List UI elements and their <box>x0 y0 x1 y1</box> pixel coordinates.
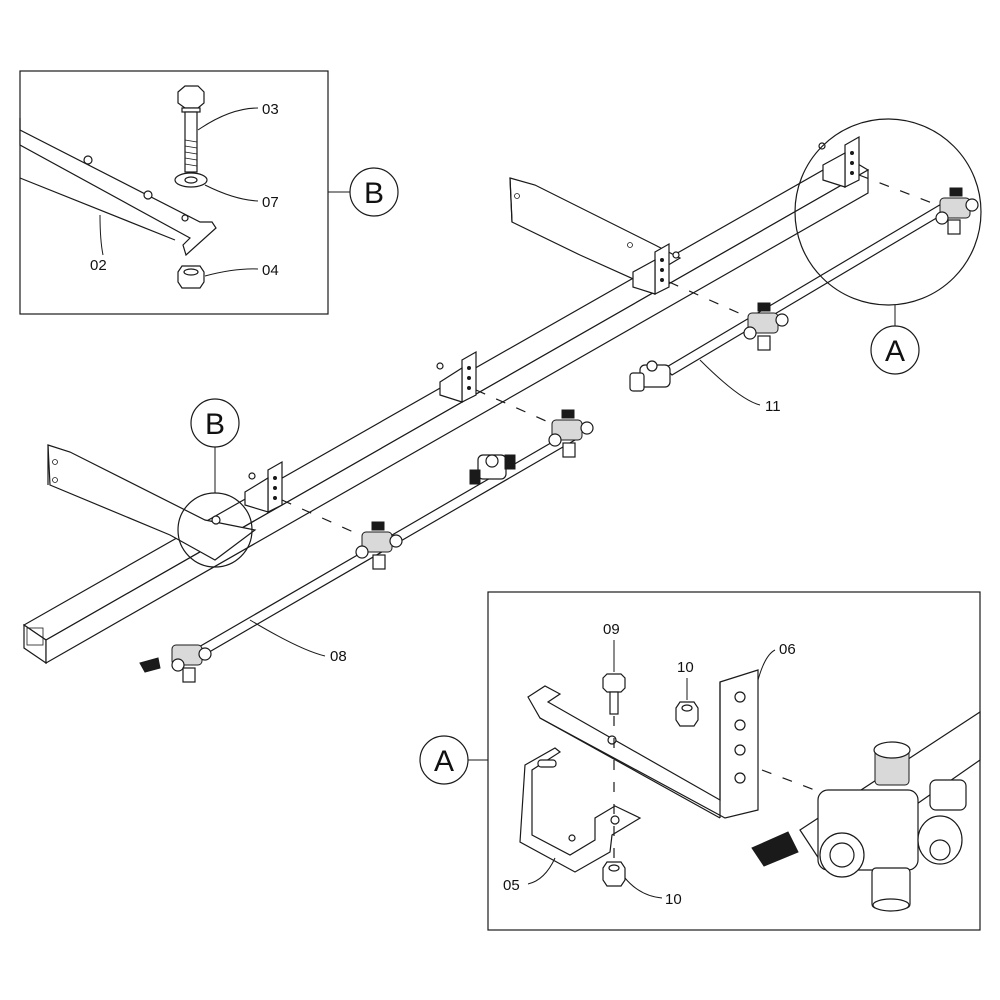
part-label-07: 07 <box>262 194 279 211</box>
part-label-03: 03 <box>262 101 279 118</box>
callout-a-detail-label: A <box>434 745 454 778</box>
nozzle-body <box>355 521 403 570</box>
washer-07 <box>174 172 208 188</box>
callout-b-detail-label: B <box>364 177 384 210</box>
u-bracket-05 <box>519 747 642 873</box>
part-label-02: 02 <box>90 257 107 274</box>
part-label-05: 05 <box>503 877 520 894</box>
nut-10-upper <box>675 701 699 727</box>
boom-tube <box>22 156 870 665</box>
pipe-coupling <box>469 454 516 485</box>
callout-a-main-label: A <box>885 335 905 368</box>
bracket-06 <box>527 669 759 819</box>
part-label-08: 08 <box>330 648 347 665</box>
bracket-beam-02 <box>19 118 217 257</box>
spray-pipe-08 <box>139 409 594 683</box>
boom-tab-2 <box>439 350 477 403</box>
left-mount-bracket <box>47 444 257 561</box>
bolt-03 <box>177 85 205 173</box>
boom-tab-3 <box>632 242 670 295</box>
callout-a-main: A <box>870 305 920 375</box>
detail-a-zone-circle <box>794 118 982 306</box>
detail-b-panel: B <box>19 70 399 315</box>
part-label-09: 09 <box>603 621 620 638</box>
part-label-11: 11 <box>765 398 781 415</box>
bolt-09 <box>602 673 626 715</box>
part-label-10-lower: 10 <box>665 891 682 908</box>
part-label-04: 04 <box>262 262 279 279</box>
pipe-end-fitting <box>629 360 671 392</box>
part-label-10-upper: 10 <box>677 659 694 676</box>
nozzle-body <box>935 187 979 235</box>
nut-04 <box>177 265 205 289</box>
part-label-06: 06 <box>779 641 796 658</box>
callout-b-main: B <box>190 398 240 493</box>
detail-a-panel: A <box>419 591 981 931</box>
boom-tab-4 <box>822 135 860 188</box>
nut-10-lower <box>602 861 626 887</box>
boom-tab-1 <box>244 460 283 513</box>
callout-b-main-label: B <box>205 408 225 441</box>
main-boom-assembly: B A 08 11 <box>22 118 982 683</box>
spray-pipe-11 <box>629 187 979 392</box>
nozzle-body <box>743 302 789 351</box>
nozzle-body <box>139 644 212 683</box>
nozzle-body <box>548 409 594 458</box>
nozzle-closeup <box>751 710 981 912</box>
